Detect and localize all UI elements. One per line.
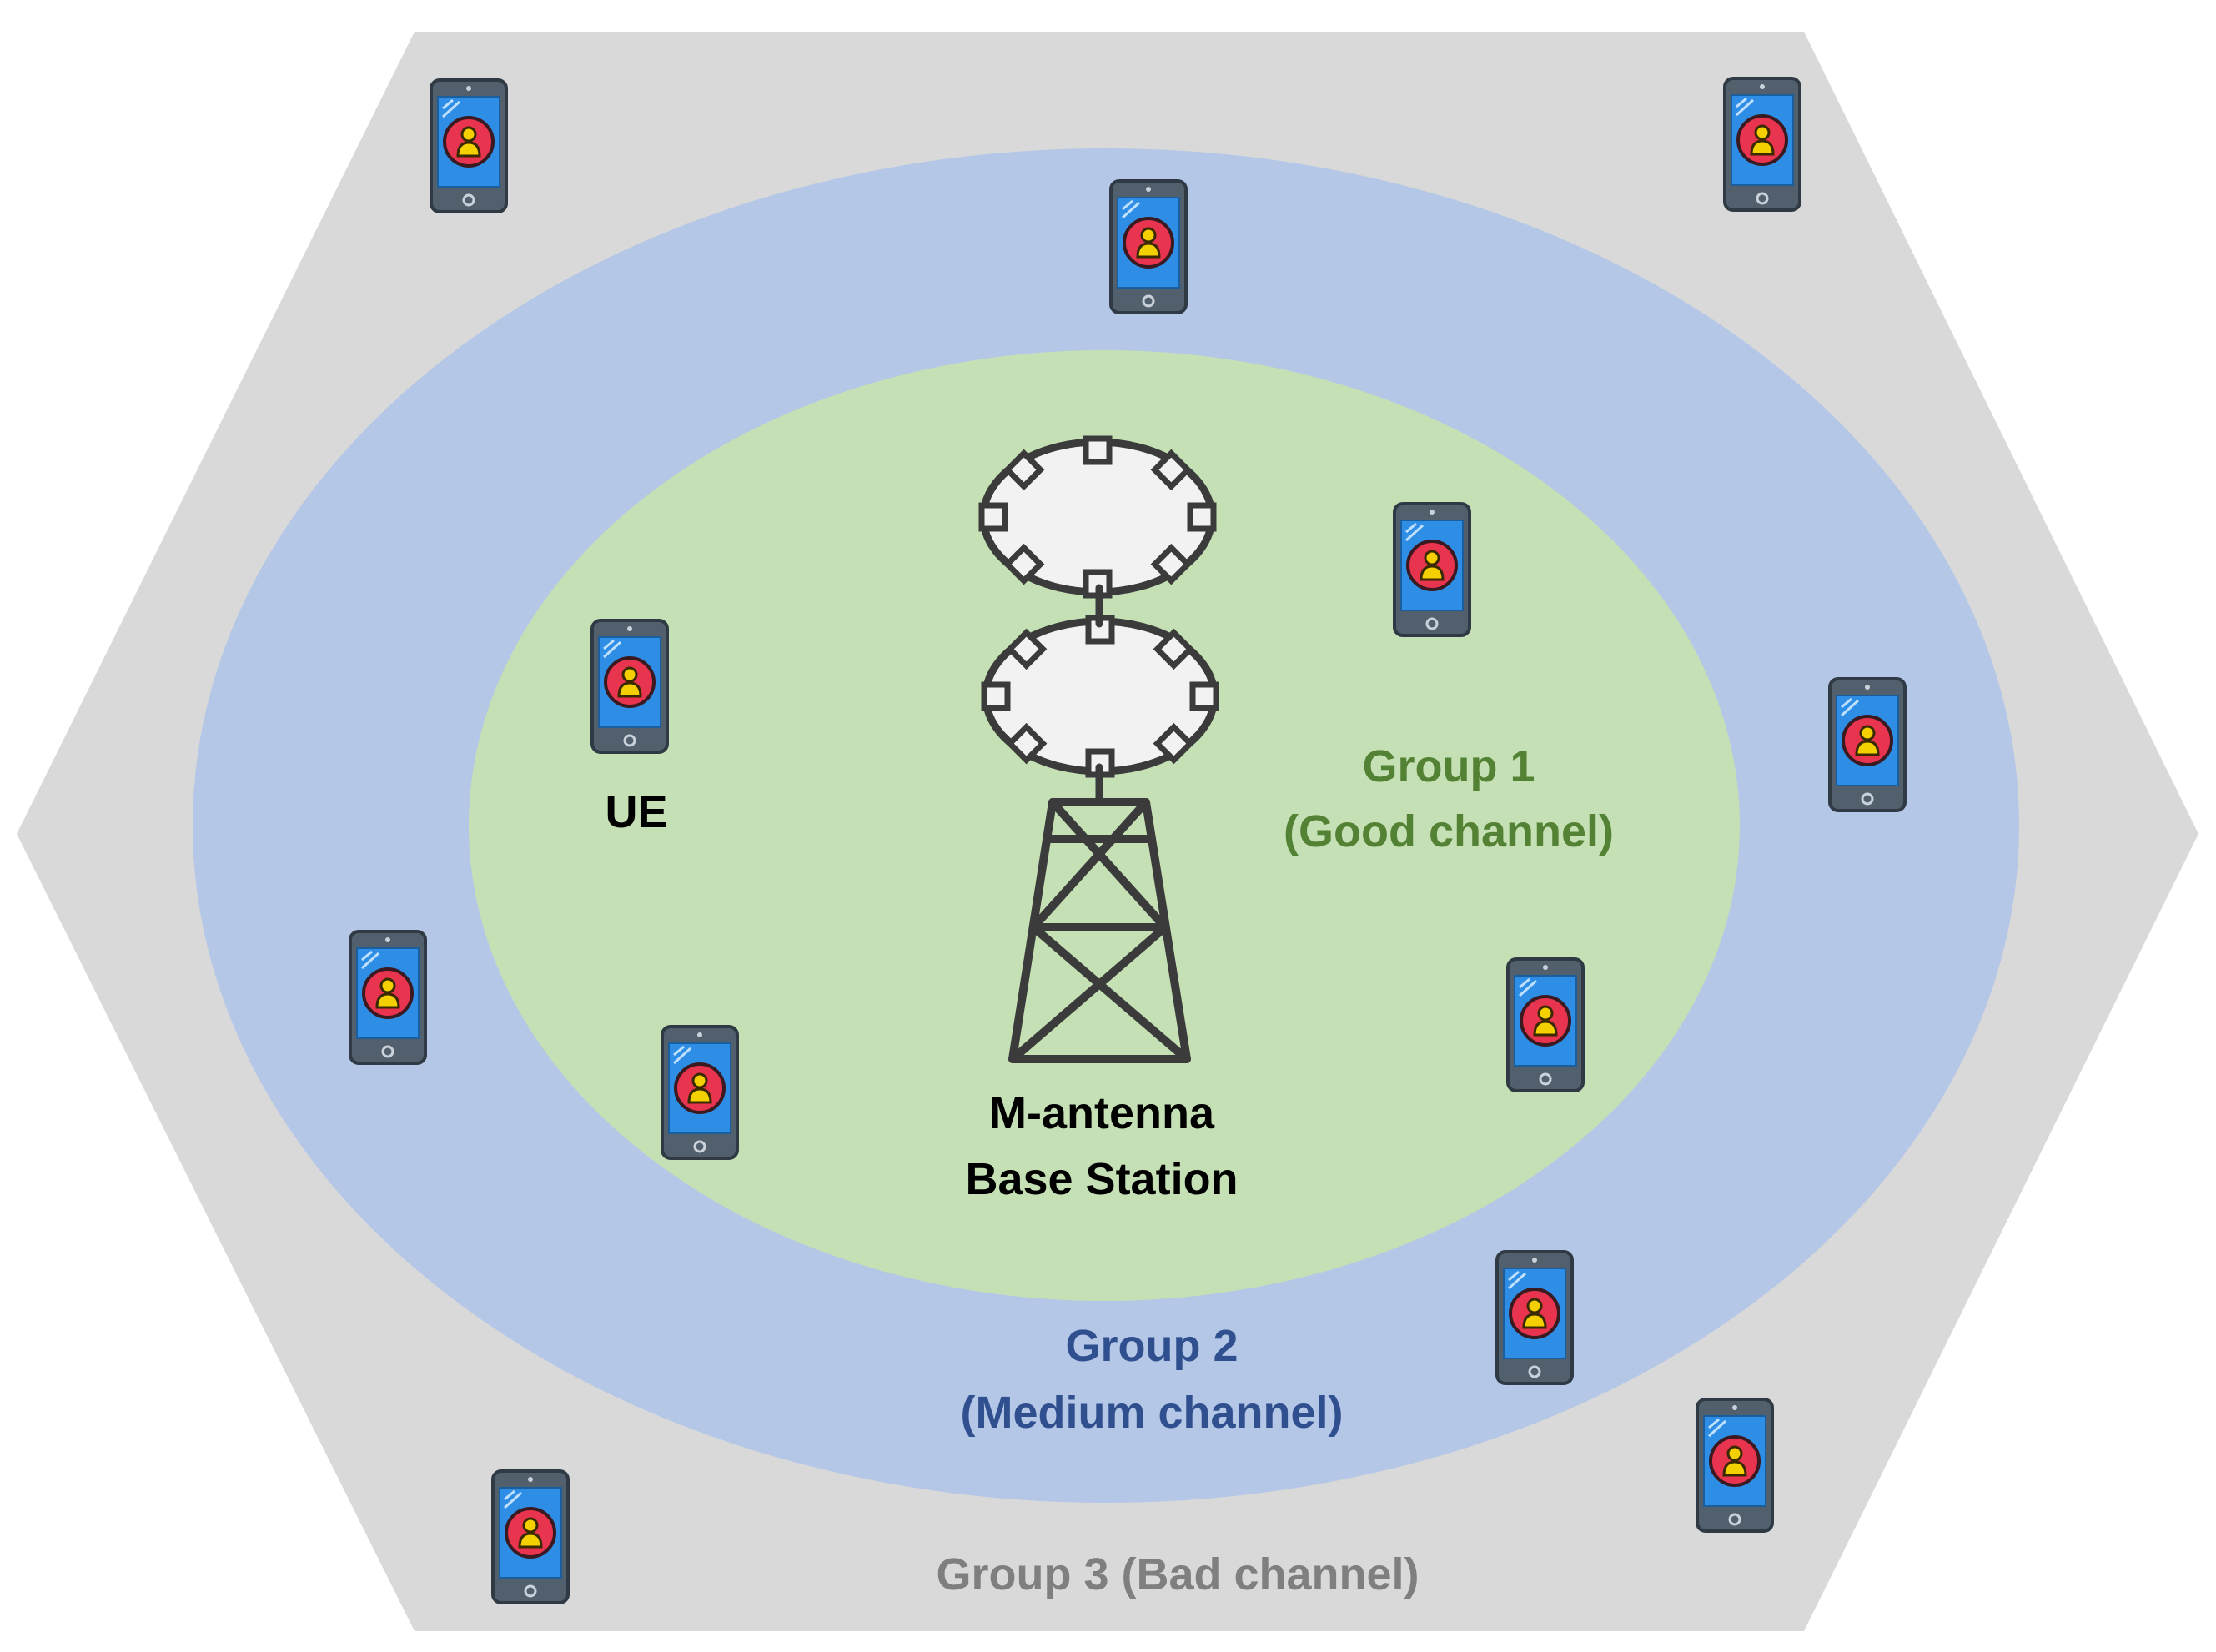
base-station-label-line1: M-antenna — [989, 1088, 1215, 1138]
antenna-tower-icon — [1008, 798, 1191, 1063]
smartphone-user-icon — [661, 1025, 739, 1160]
smartphone-user-icon — [349, 930, 427, 1065]
group1-label-line1: Group 1 — [1362, 741, 1535, 791]
group2-label-line2: (Medium channel) — [960, 1388, 1343, 1438]
antenna-array-icon — [978, 435, 1217, 599]
smartphone-user-icon — [1393, 502, 1471, 637]
smartphone-user-icon — [491, 1469, 570, 1604]
smartphone-user-icon — [1495, 1250, 1574, 1385]
smartphone-user-icon — [590, 619, 669, 754]
smartphone-user-icon — [1696, 1398, 1774, 1533]
antenna-array-icon — [981, 615, 1219, 778]
group1-label-line2: (Good channel) — [1284, 806, 1614, 856]
group2-label-line1: Group 2 — [1065, 1321, 1238, 1371]
smartphone-user-icon — [1723, 77, 1801, 212]
ue-label: UE — [605, 787, 667, 837]
smartphone-user-icon — [1109, 179, 1188, 314]
smartphone-user-icon — [1506, 957, 1585, 1092]
group3-label: Group 3 (Bad channel) — [936, 1549, 1419, 1599]
base-station-label-line2: Base Station — [965, 1154, 1238, 1204]
ue-devices — [349, 77, 1907, 1604]
smartphone-user-icon — [1828, 677, 1907, 812]
smartphone-user-icon — [430, 78, 508, 213]
